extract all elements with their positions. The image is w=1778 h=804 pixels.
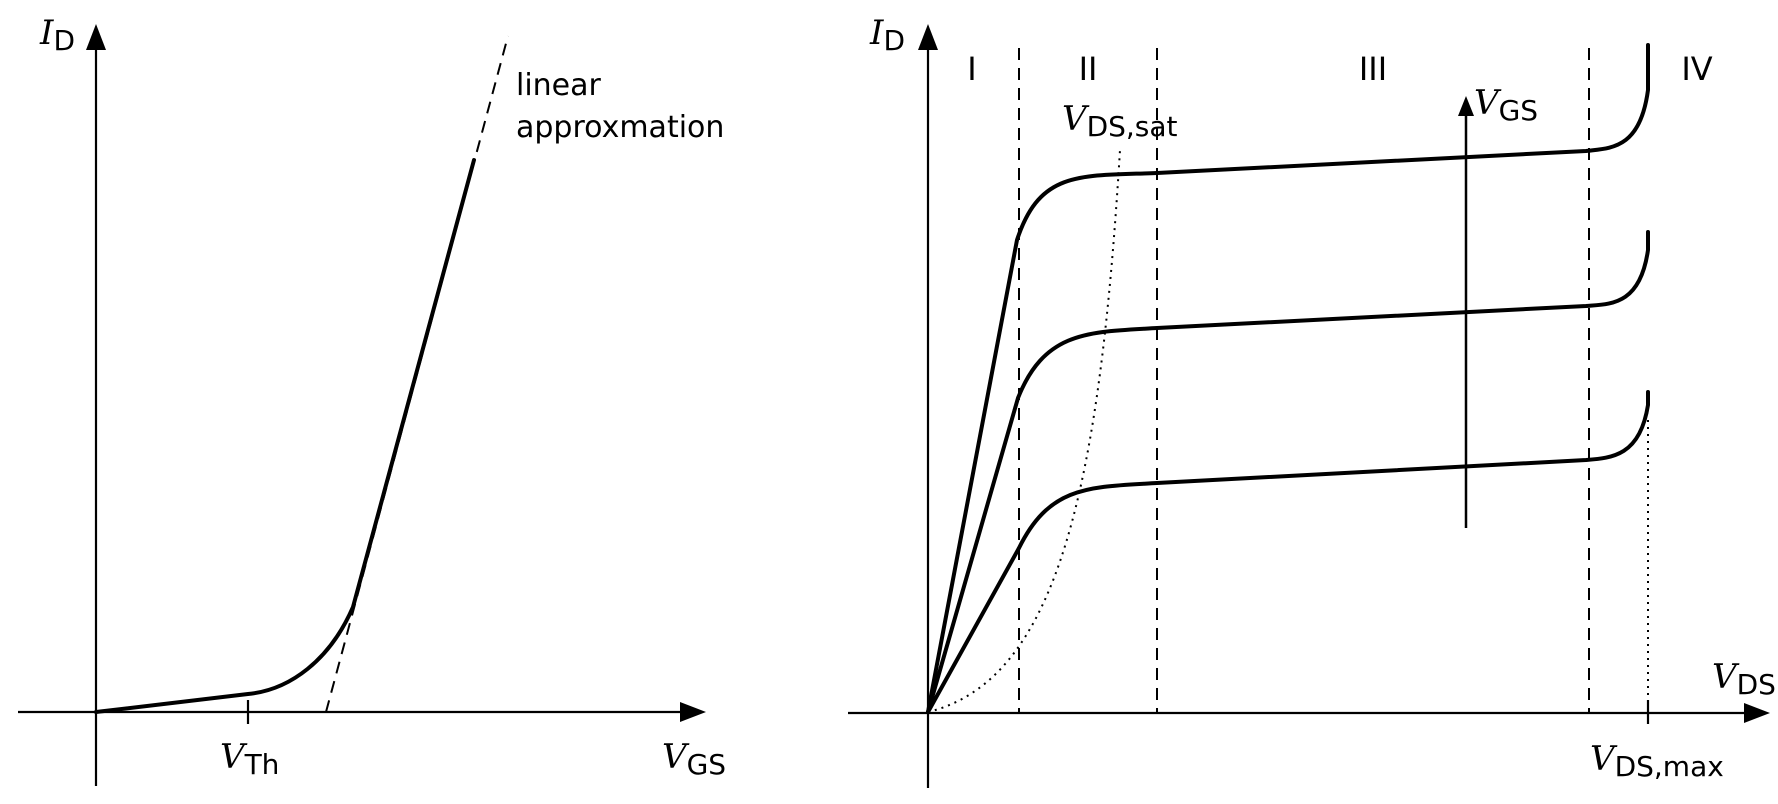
region-label-iii: III: [1359, 50, 1387, 88]
output-curve-mid-vgs: [926, 230, 1650, 714]
vgs-increase-arrowhead: [1458, 96, 1474, 116]
vgs-axis-arrowhead: [680, 702, 706, 722]
vds-axis-arrowhead: [1744, 703, 1770, 723]
vds-sat-label: VDS,sat: [1062, 99, 1178, 143]
region-label-iv: IV: [1681, 50, 1712, 88]
vgs-arrow-label: VGS: [1474, 83, 1538, 127]
vgs-axis-label: VGS: [662, 737, 726, 781]
id-axis-right-arrowhead: [918, 24, 938, 50]
linear-approximation-label-line2: approxmation: [516, 110, 724, 145]
output-curve-high-vgs: [926, 43, 1650, 714]
vds-axis-label: VDS: [1712, 657, 1776, 701]
id-axis-label: ID: [39, 13, 75, 57]
transfer-characteristic-plot: ID VGS VTh linear approxmation: [18, 13, 726, 786]
vds-max-label: VDS,max: [1590, 739, 1724, 783]
vth-label: VTh: [220, 737, 279, 781]
transfer-curve: [94, 158, 476, 714]
id-axis-right-label: ID: [869, 13, 905, 57]
output-characteristic-plot: ID VDS I II III IV VDS,sat VGS VDS: [848, 13, 1776, 788]
id-axis-arrowhead: [86, 24, 106, 50]
saturation-boundary-curve: [927, 149, 1121, 713]
output-curve-low-vgs: [926, 390, 1650, 714]
region-label-i: I: [967, 50, 976, 88]
linear-approximation-label-line1: linear: [516, 68, 602, 103]
region-label-ii: II: [1079, 50, 1098, 88]
